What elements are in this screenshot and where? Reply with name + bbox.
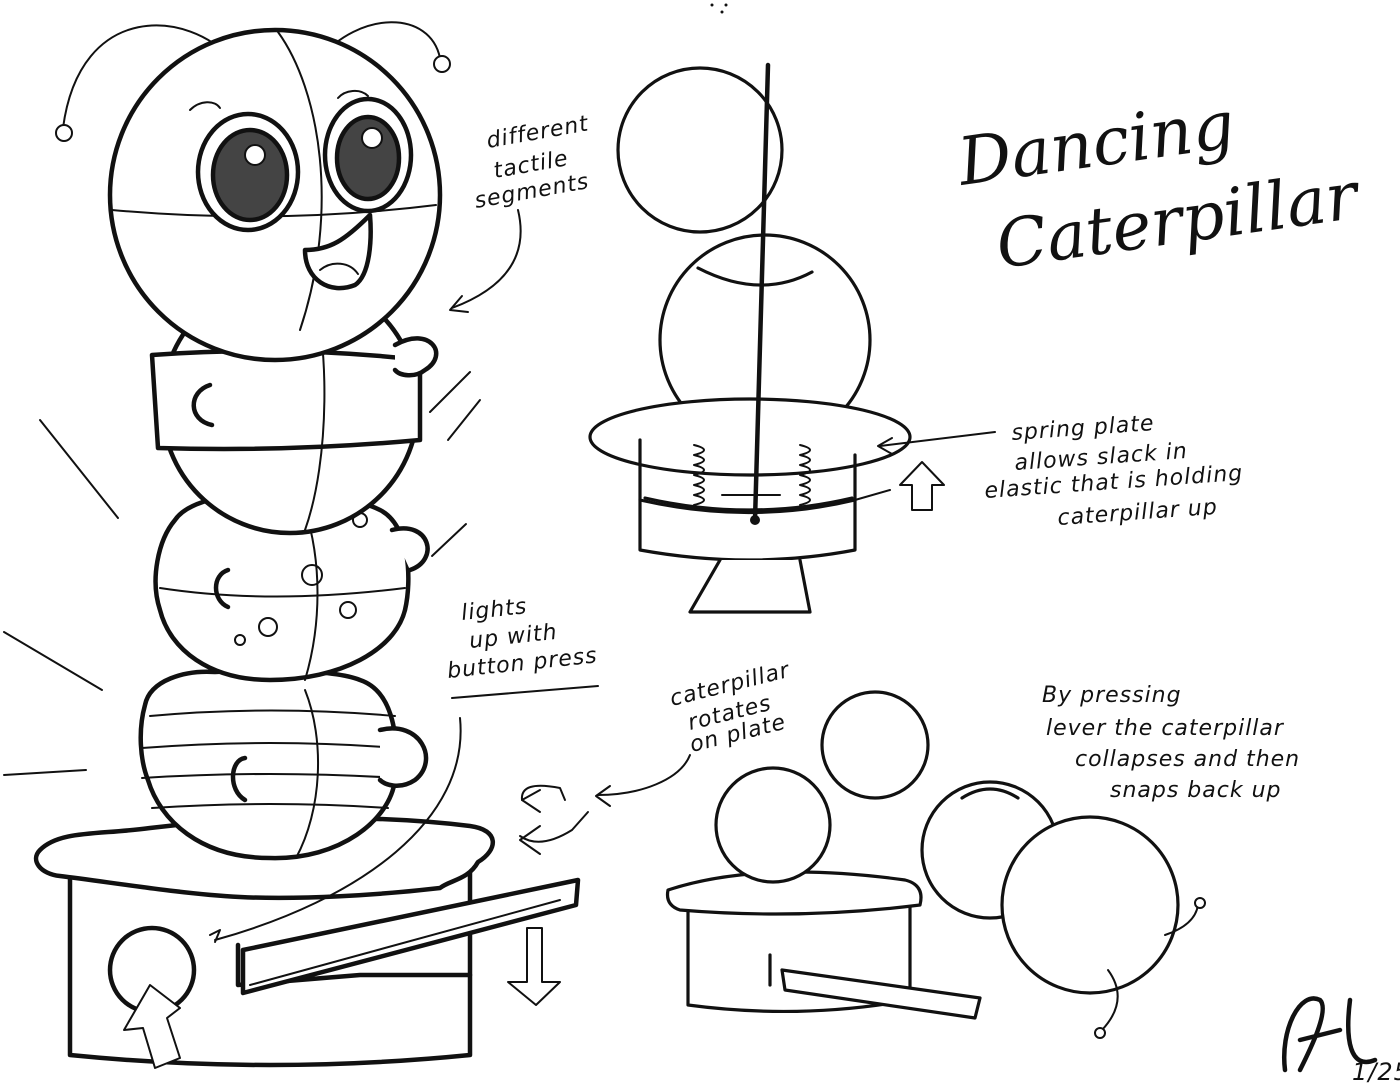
spring-line-4: caterpillar up bbox=[1057, 495, 1219, 531]
up-arrow-icon bbox=[900, 462, 944, 510]
down-arrow-icon bbox=[508, 928, 560, 1005]
annotation-pressing: By pressing lever the caterpillar collap… bbox=[1042, 683, 1300, 803]
caterpillar-head bbox=[110, 30, 440, 360]
lights-line-3: button press bbox=[446, 643, 599, 684]
sketch-title: Dancing Caterpillar bbox=[953, 86, 1366, 284]
pressing-line-2: lever the caterpillar bbox=[1046, 716, 1285, 741]
pressing-line-3: collapses and then bbox=[1075, 747, 1300, 772]
lights-line-1: lights bbox=[460, 594, 528, 626]
right-antenna-tip bbox=[434, 56, 450, 72]
rotate-arrow-icon bbox=[522, 786, 565, 800]
left-antenna-tip bbox=[56, 125, 72, 141]
tactile-line-1: different bbox=[485, 111, 591, 154]
annotation-spring: spring plate allows slack in elastic tha… bbox=[984, 411, 1244, 531]
artist-signature: 1/25 bbox=[1284, 998, 1400, 1086]
pressing-line-1: By pressing bbox=[1042, 683, 1182, 708]
pressing-line-4: snaps back up bbox=[1110, 778, 1282, 803]
annotation-tactile: different tactile segments bbox=[450, 111, 591, 312]
spring-line-1: spring plate bbox=[1011, 411, 1156, 446]
signature-date: 1/25 bbox=[1352, 1058, 1400, 1086]
spring-plate-mechanism bbox=[590, 65, 995, 612]
